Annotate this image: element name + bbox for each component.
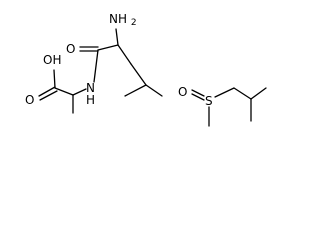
amide-hydrogen-label: H — [86, 93, 95, 107]
amine-nh2-label: NH 2 — [109, 12, 137, 28]
bond-sulfur-oxygen-b — [191, 93, 205, 101]
amine-nh2-main: NH — [109, 12, 127, 26]
bond-carboxyl-oxygen-a — [38, 86, 56, 97]
dipeptide-molecule: NH 2 O OH O N H — [25, 12, 163, 114]
hydroxyl-label: OH — [43, 53, 61, 67]
bond-ch-methyl-left — [124, 84, 147, 97]
bond-ch-methyl-right — [145, 84, 163, 97]
sulfoxide-molecule: O S — [178, 85, 267, 127]
amine-subscript-two: 2 — [131, 18, 137, 28]
acid-oxygen-label: O — [25, 93, 34, 107]
amide-oxygen-label: O — [66, 42, 75, 56]
bond-ca-carbonyl — [97, 44, 119, 51]
bond-carboxyl-oxygen-b — [39, 90, 58, 101]
bond-sulfur-ch2 — [214, 87, 235, 98]
chemical-structure-drawing: NH 2 O OH O N H O S — [25, 12, 267, 127]
bond-ch2-ch-isobutyl — [233, 87, 252, 100]
bond-ca-amine — [115, 28, 119, 46]
bond-ch2-ch — [130, 63, 147, 86]
bond-ch-methyl-up — [250, 87, 267, 100]
bond-sulfur-oxygen-a — [191, 89, 205, 97]
bond-ca-ch2 — [117, 44, 132, 65]
bond-nitrogen-ca-alanine — [72, 88, 87, 96]
bond-ca-alanine-carboxyl — [54, 87, 74, 96]
sulfur-label: S — [205, 94, 213, 108]
sulfoxide-oxygen-label: O — [178, 85, 187, 99]
bond-carboxyl-hydroxyl — [53, 69, 56, 89]
bond-carbonyl-nitrogen — [93, 49, 99, 83]
amide-nitrogen-label: N — [86, 81, 95, 95]
